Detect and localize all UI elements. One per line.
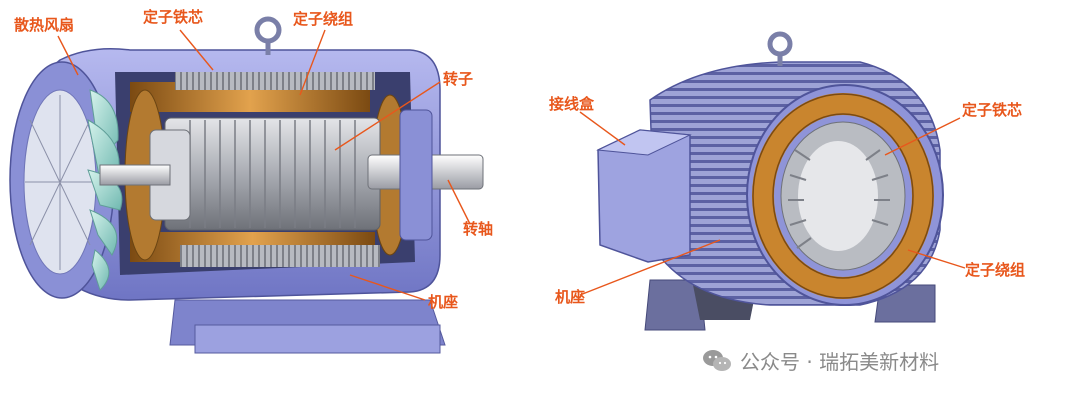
watermark: 公众号 · 瑞拓美新材料 [702,346,939,375]
right-motor [596,31,944,331]
label-stator-winding-left: 定子绕组 [293,10,354,28]
right-lifting-eye [767,31,793,66]
watermark-text: 公众号 · 瑞拓美新材料 [740,350,940,374]
leader-shaft [447,179,471,225]
leader-rotor-left [334,81,441,151]
wechat-icon [703,349,731,371]
left-lifting-eye [254,16,282,55]
label-stator-core-left: 定子铁芯 [143,8,204,26]
leader-stator-core-right [884,117,961,156]
left-leaders [57,29,471,301]
left-motor [9,16,484,354]
leader-frame-right [579,239,721,296]
label-junction-box: 接线盒 [549,95,595,113]
label-frame-right: 机座 [555,288,586,306]
label-rotor-left: 转子 [443,70,474,88]
label-stator-core-right: 定子铁芯 [962,101,1023,119]
label-shaft: 转轴 [463,220,494,238]
leader-stator-winding-right [907,249,966,269]
left-stator-core-top [175,72,375,90]
label-frame-left: 机座 [428,293,459,311]
leader-frame-left [349,274,426,301]
right-leaders [579,111,966,296]
leader-fan [57,35,79,76]
right-stator-winding [752,93,934,299]
leader-junction-box [579,111,626,146]
label-fan: 散热风扇 [14,16,75,34]
leader-stator-winding-left [299,29,326,96]
left-rotor [164,117,381,231]
cooling-fan [87,89,123,291]
left-stator-core-bottom [180,245,380,267]
label-stator-winding-right: 定子绕组 [965,261,1026,279]
leader-stator-core-left [179,29,214,71]
